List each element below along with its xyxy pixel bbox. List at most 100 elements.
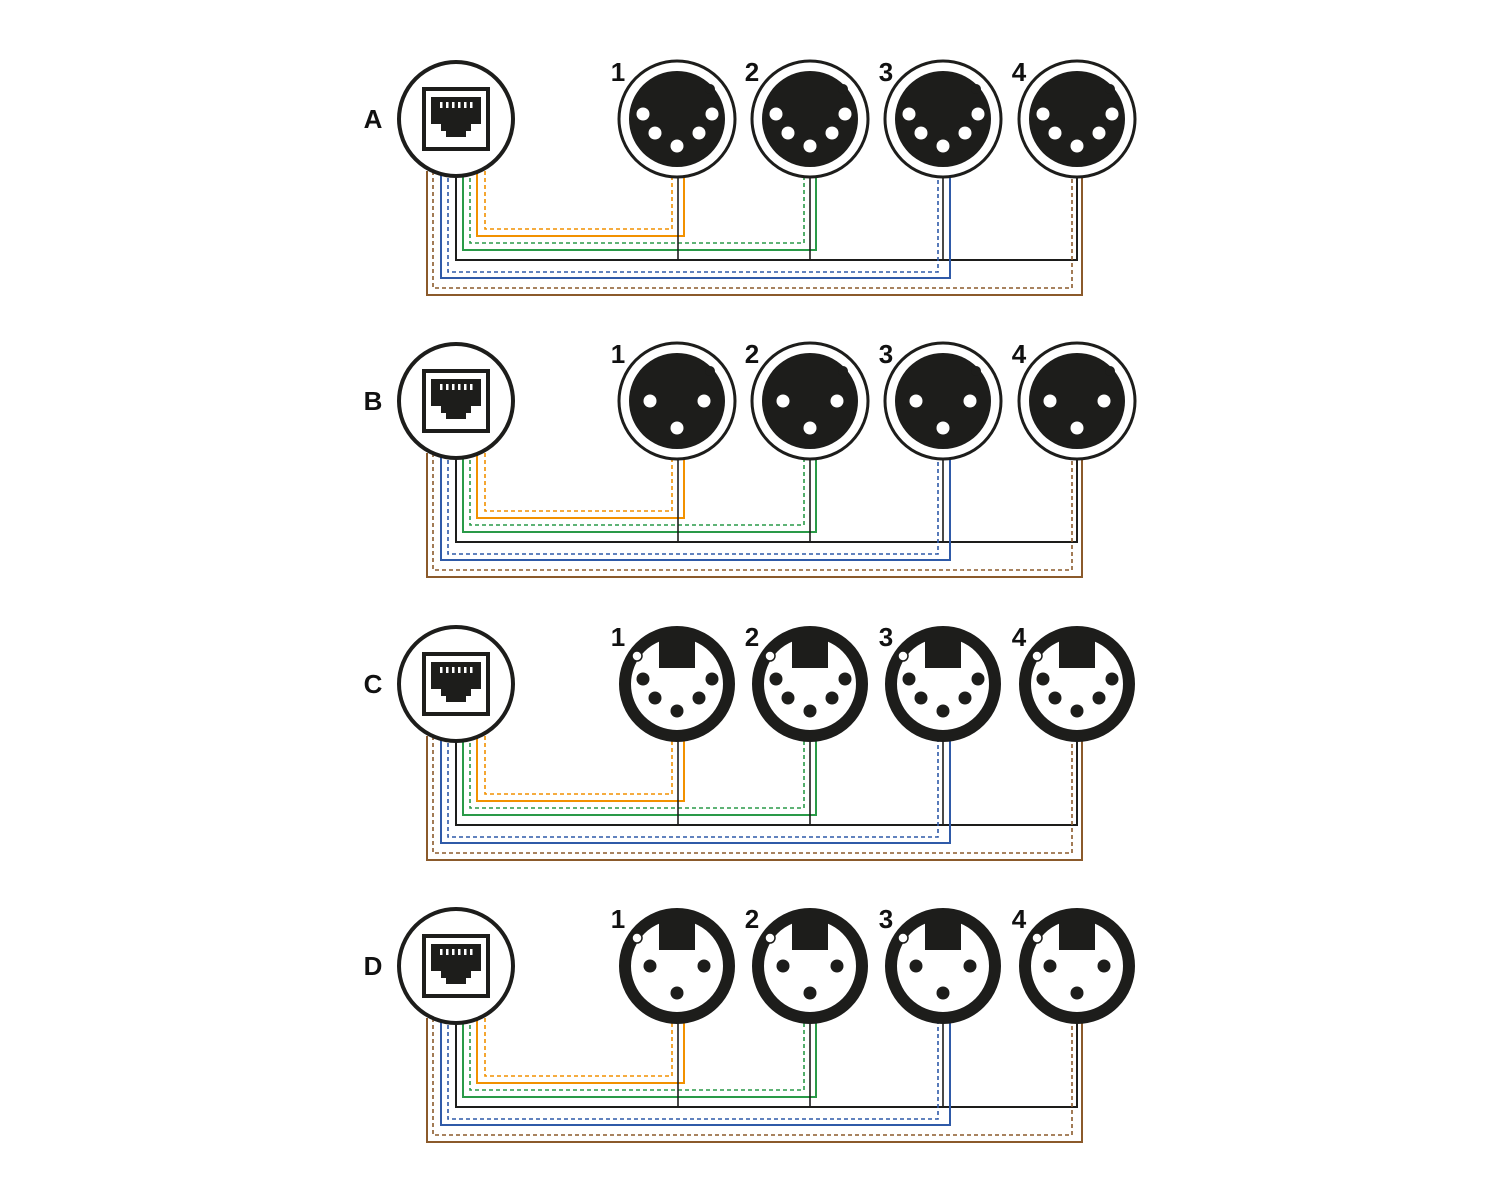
key-notch-icon [971,84,981,94]
green-wire [462,453,817,533]
pin-socket [803,421,817,435]
pin [670,986,684,1000]
key-tab [792,632,828,668]
pin [670,704,684,718]
latch-icon [1031,932,1043,944]
green-white-wire [469,1018,805,1091]
brown-white-wire [432,736,1073,854]
pin-socket [1105,107,1119,121]
rj45-contact [452,667,455,673]
pin-socket [648,126,662,140]
key-tab [1059,632,1095,668]
pin [838,672,852,686]
pin [769,672,783,686]
green-white-wire [469,453,805,526]
connector-number: 1 [611,622,625,652]
latch-icon [764,650,776,662]
latch-icon [631,932,643,944]
rj45-contact [458,102,461,108]
rj45-contact [470,384,473,390]
connector-face [1029,71,1125,167]
xlr-connector-2: 2 [745,622,868,742]
pin-socket [636,107,650,121]
pin-socket [936,139,950,153]
key-tab [792,914,828,950]
key-tab [925,632,961,668]
rj45-contact [452,384,455,390]
pin [1097,959,1111,973]
connector-number: 4 [1012,57,1027,87]
orange-white-wire [484,736,673,795]
brown-white-wire [432,453,1073,571]
row-label: C [364,669,383,699]
green-white-wire [469,171,805,244]
pin [830,959,844,973]
xlr-connector-1: 1 [611,339,737,461]
pin [697,959,711,973]
rj45-jack [397,907,515,1025]
pin [936,704,950,718]
key-notch-icon [1105,366,1115,376]
pin [902,672,916,686]
xlr-connector-3: 3 [879,57,1003,179]
pin-socket [1036,107,1050,121]
pin-socket [692,126,706,140]
pin [914,691,928,705]
connector-number: 2 [745,904,759,934]
pin-socket [1092,126,1106,140]
xlr-connector-3: 3 [879,904,1001,1024]
brown-white-wire [432,171,1073,289]
brown-wire [426,453,1083,578]
black-common-wire [455,736,1078,826]
pin-socket [963,394,977,408]
xlr-connector-3: 3 [879,339,1003,461]
pin [909,959,923,973]
xlr-connector-1: 1 [611,57,737,179]
xlr-connector-2: 2 [745,339,870,461]
pin-socket [958,126,972,140]
rj45-contact [446,102,449,108]
pin-socket [825,126,839,140]
blue-white-wire [447,1018,939,1120]
rj45-contact [452,102,455,108]
rj45-contact [464,949,467,955]
rj45-contact [464,667,467,673]
connector-number: 3 [879,339,893,369]
xlr-connector-1: 1 [611,904,735,1024]
pin-socket [1043,394,1057,408]
connector-number: 2 [745,339,759,369]
key-tab [659,914,695,950]
key-notch-icon [838,366,848,376]
brown-wire [426,736,1083,861]
pin-socket [1070,139,1084,153]
pin-socket [643,394,657,408]
rj45-contact [458,384,461,390]
connector-face [1029,353,1125,449]
rj45-contact [440,949,443,955]
pin [1092,691,1106,705]
rj45-port-icon [431,379,481,419]
connector-number: 2 [745,622,759,652]
orange-white-wire [484,453,673,512]
rj45-contact [458,949,461,955]
black-common-wire [455,1018,1078,1108]
xlr-connector-2: 2 [745,904,868,1024]
latch-icon [631,650,643,662]
blue-white-wire [447,171,939,273]
brown-wire [426,171,1083,296]
xlr-connector-4: 4 [1012,622,1135,742]
connector-number: 2 [745,57,759,87]
green-wire [462,171,817,251]
pin [958,691,972,705]
pin [705,672,719,686]
connector-face [629,353,725,449]
pin [636,672,650,686]
pin [1070,704,1084,718]
connector-number: 1 [611,57,625,87]
pin-socket [705,107,719,121]
connector-face [762,353,858,449]
pin [1036,672,1050,686]
key-tab [925,914,961,950]
